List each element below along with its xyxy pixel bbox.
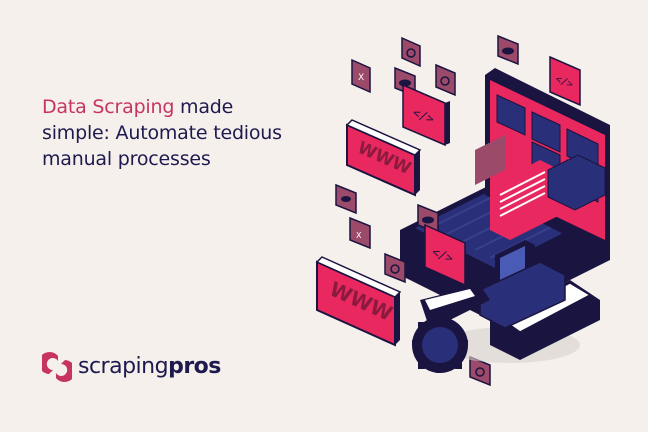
scrapingpros-logo-icon xyxy=(42,352,72,382)
gear-icon xyxy=(401,36,421,68)
brand-logo[interactable]: scrapingpros xyxy=(42,352,221,382)
brand-name-light: scraping xyxy=(78,354,169,379)
scraping-illustration: X </> </> WWW X xyxy=(315,34,610,387)
headline: Data Scraping made simple: Automate tedi… xyxy=(42,94,342,172)
cloud-icon-3 xyxy=(417,203,439,235)
headline-line2: simple: Automate tedious xyxy=(42,122,282,144)
headline-line3: manual processes xyxy=(42,148,211,170)
code-icon-2: </> xyxy=(549,55,581,107)
headline-line1-rest: made xyxy=(174,96,234,118)
twitter-icon xyxy=(335,183,357,215)
gear-icon-3 xyxy=(384,252,406,284)
svg-text:X: X xyxy=(356,231,362,240)
gear-icon-2 xyxy=(435,63,456,97)
headline-highlight: Data Scraping xyxy=(42,96,175,118)
brand-name-bold: pros xyxy=(168,354,221,379)
cloud-icon-2 xyxy=(497,34,519,66)
svg-text:X: X xyxy=(358,73,364,83)
code-icon-3: </> xyxy=(424,223,466,287)
server-racks xyxy=(475,135,606,240)
excel-icon: X xyxy=(351,58,371,94)
robot-excavator xyxy=(412,240,600,373)
code-icon: </> xyxy=(402,83,450,147)
www-sign-1: WWW xyxy=(345,119,422,197)
brand-name: scrapingpros xyxy=(78,356,221,378)
excel-icon-2: X xyxy=(349,216,371,250)
gear-icon-4 xyxy=(469,355,491,387)
www-sign-2: WWW xyxy=(315,256,402,347)
